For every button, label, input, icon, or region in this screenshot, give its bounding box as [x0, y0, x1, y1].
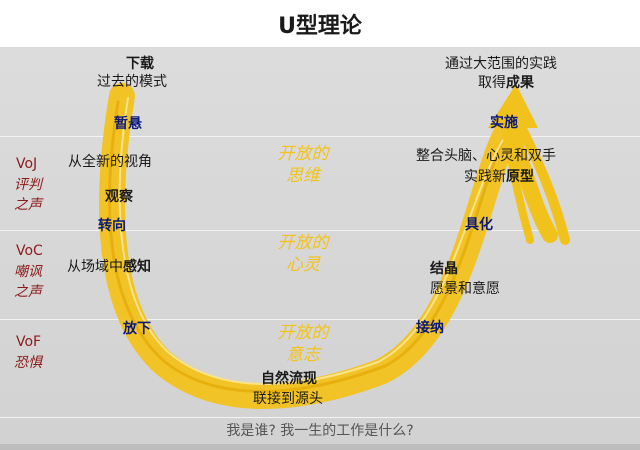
voice-name: 评判	[14, 177, 42, 193]
perform-sub: 通过大范围的实践	[445, 56, 557, 72]
suspend-label: 暂悬	[114, 116, 142, 132]
u-arc-stroke	[501, 124, 534, 244]
voice-name: 恐惧	[14, 355, 42, 371]
integrate-label: 整合头脑、心灵和双手	[416, 148, 556, 164]
band-divider	[0, 319, 640, 320]
open-will-label: 开放的意志	[277, 323, 329, 365]
u-arc-stroke	[502, 122, 558, 243]
receive-label: 接纳	[416, 320, 444, 336]
download-label: 下载	[126, 56, 154, 72]
u-arc-stroke	[118, 97, 521, 385]
u-arc-stroke	[99, 83, 528, 409]
see-label: 从全新的视角	[68, 154, 152, 170]
observe-label: 观察	[105, 189, 133, 205]
voice-code: VoJ	[16, 156, 38, 172]
perform-result: 取得成果	[478, 75, 534, 91]
letgo-label: 放下	[123, 321, 151, 337]
footer-question: 我是谁? 我一生的工作是什么?	[226, 423, 414, 439]
download-sub: 过去的模式	[97, 74, 167, 90]
title-bar: U型理论	[0, 0, 640, 47]
voice-name: 之声	[14, 197, 42, 213]
voice-code: VoC	[16, 243, 43, 259]
open-heart-label: 开放的心灵	[277, 233, 329, 275]
voice-code: VoF	[16, 334, 42, 350]
embody-label: 具化	[465, 217, 493, 233]
vision-label: 愿景和意愿	[430, 281, 500, 297]
voice-name: 嘲讽	[14, 264, 42, 280]
band-divider	[0, 417, 640, 418]
band-divider	[0, 136, 640, 137]
u-arc-stroke	[108, 100, 514, 393]
page-title: U型理论	[278, 13, 362, 39]
presencing-sub: 联接到源头	[253, 391, 323, 407]
voice-name: 之声	[14, 284, 42, 300]
open-mind-label: 开放的思维	[277, 144, 329, 186]
sense-label: 从场域中感知	[67, 259, 151, 275]
u-arc-stroke	[515, 120, 570, 245]
prototype-label: 实践新原型	[464, 169, 534, 185]
bottom-shadow	[0, 444, 640, 450]
u-arc-arrowhead	[488, 84, 538, 128]
redirect-label: 转向	[98, 218, 126, 234]
crystallize-label: 结晶	[430, 261, 458, 277]
band-divider	[0, 230, 640, 231]
presencing-label: 自然流现	[261, 371, 317, 387]
enact-label: 实施	[490, 115, 518, 131]
